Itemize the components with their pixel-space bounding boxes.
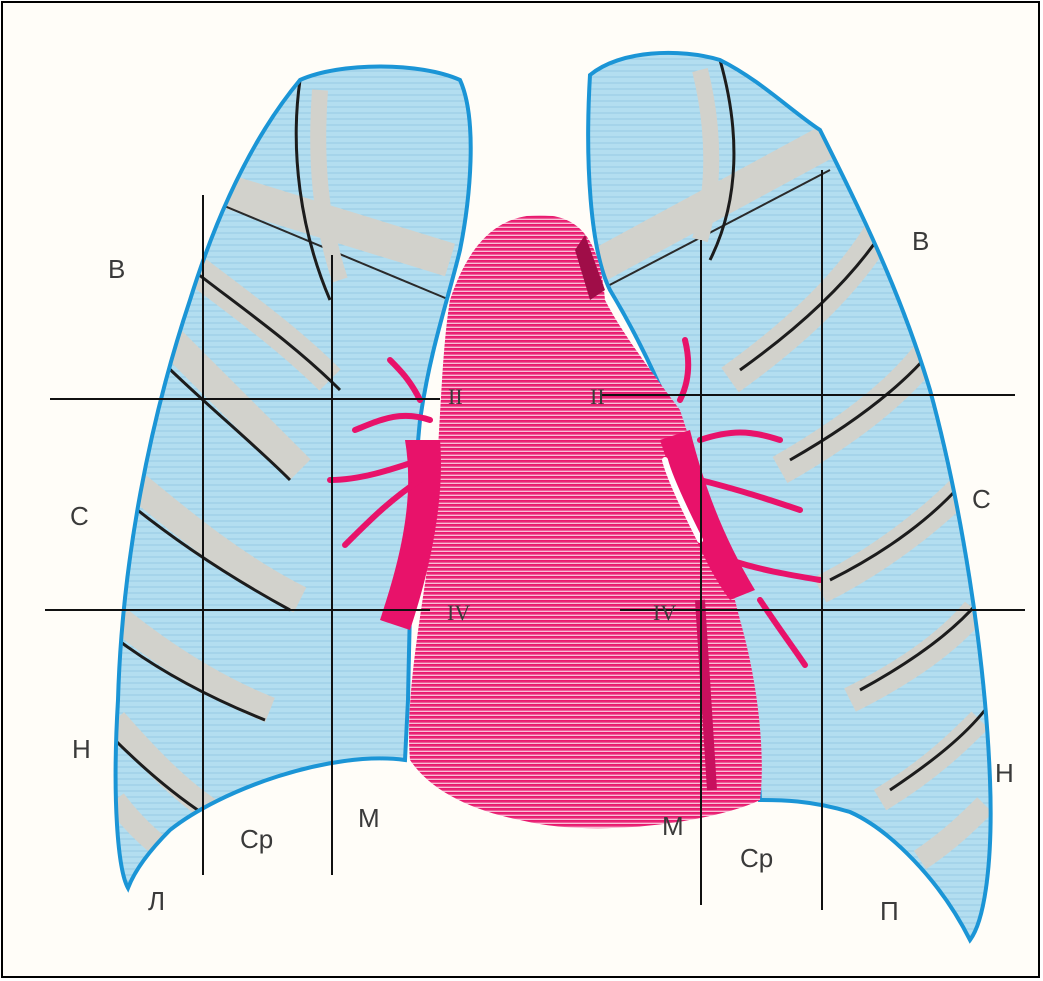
label-lower-left: Н <box>72 734 91 764</box>
label-mid-right: Ср <box>740 843 773 873</box>
label-middle-left: С <box>70 501 89 531</box>
label-side-left: Л <box>148 886 165 916</box>
label-rib2-left: II <box>448 384 463 409</box>
label-lower-right: Н <box>995 758 1014 788</box>
label-middle-right: С <box>972 484 991 514</box>
label-rib4-right: IV <box>653 600 676 625</box>
label-core-right: М <box>662 811 684 841</box>
label-rib4-left: IV <box>447 600 470 625</box>
label-rib2-right: II <box>590 384 605 409</box>
label-upper-right: В <box>912 226 929 256</box>
label-side-right: П <box>880 896 899 926</box>
label-upper-left: В <box>108 254 125 284</box>
label-core-left: М <box>358 803 380 833</box>
label-mid-left: Ср <box>240 824 273 854</box>
